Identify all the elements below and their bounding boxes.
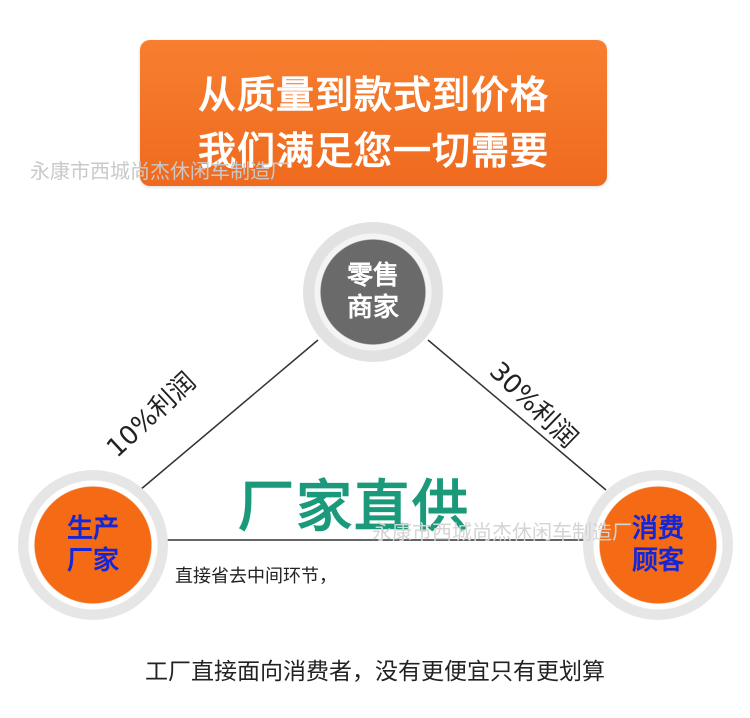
center-title: 厂家直供: [238, 475, 470, 540]
retailer-label-2: 商家: [346, 293, 399, 323]
center-subtitle: 直接省去中间环节，: [175, 566, 337, 587]
footer-text: 工厂直接面向消费者，没有更便宜只有更划算: [145, 659, 605, 685]
edge-line-left: [139, 339, 319, 491]
banner-line-1: 从质量到款式到价格: [197, 73, 549, 117]
watermark-bottom: 永康市西城尚杰休闲车制造厂: [372, 520, 632, 544]
headline-banner: 从质量到款式到价格 我们满足您一切需要: [140, 40, 607, 186]
banner-line-2: 我们满足您一切需要: [197, 129, 549, 173]
retailer-node: 零售 商家: [303, 222, 443, 362]
edge-line-right: [427, 339, 607, 491]
manufacturer-node: 生产 厂家: [18, 470, 168, 620]
consumer-label-1: 消费: [631, 513, 684, 544]
consumer-node: 消费 顾客: [583, 470, 733, 620]
retailer-label-1: 零售: [346, 260, 399, 291]
manufacturer-label-2: 厂家: [66, 546, 119, 576]
watermark-top: 永康市西城尚杰休闲车制造厂: [30, 159, 290, 183]
manufacturer-label-1: 生产: [66, 513, 119, 544]
consumer-label-2: 顾客: [631, 546, 684, 576]
